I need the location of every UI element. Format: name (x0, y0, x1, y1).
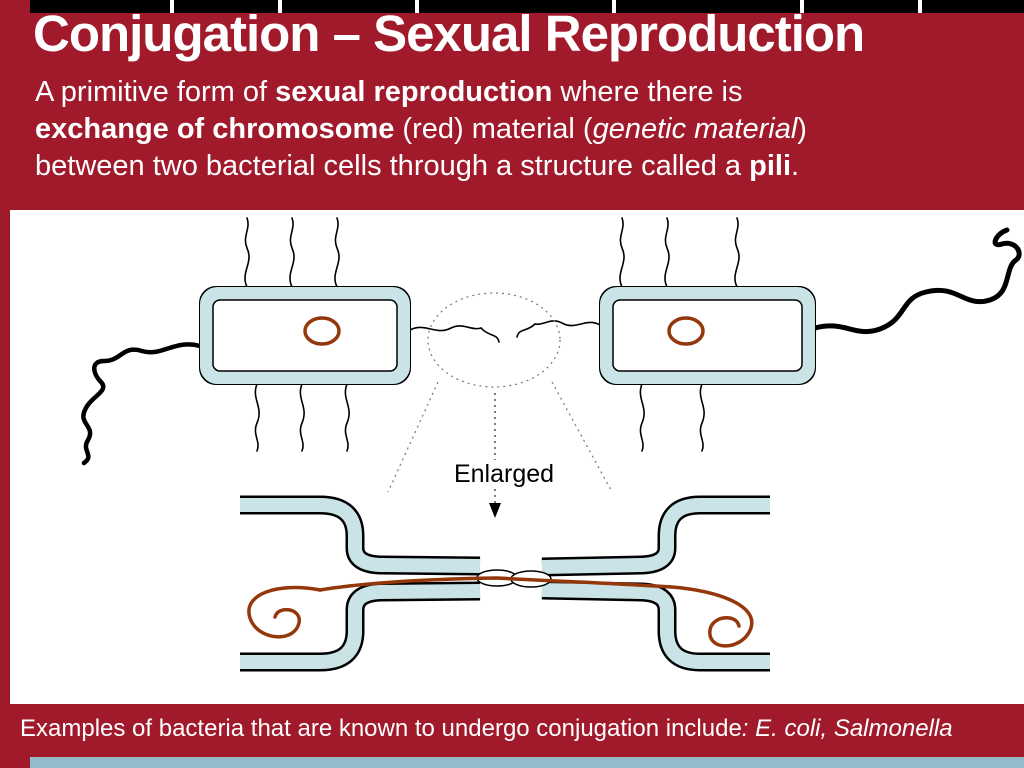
enlarged-wall-left-bottom (240, 584, 481, 669)
zoom-guide-right (551, 381, 613, 493)
pilus-left (409, 325, 482, 332)
intro-text: (red) material ( (394, 113, 593, 145)
intro-paragraph: A primitive form of sexual reproduction … (35, 74, 815, 185)
flagella-group (81, 217, 1022, 466)
plasmid-icon (303, 316, 341, 346)
intro-text: where there is (552, 76, 743, 108)
cell-wall-band (200, 287, 410, 384)
footer-examples: : E. coli, Salmonella (741, 715, 953, 742)
long-flagellum-right (812, 227, 1022, 335)
pilus-right (534, 320, 601, 327)
intro-text: ) (797, 113, 807, 145)
enlarged-wall-right-top (541, 498, 770, 574)
dna-strand-left-coil (247, 585, 322, 639)
footer-bar: Examples of bacteria that are known to u… (20, 715, 1020, 743)
flagellum-icon (664, 217, 670, 288)
label-backdrop (453, 460, 555, 488)
top-bar-tick (800, 0, 804, 13)
left-bacterium (199, 286, 411, 385)
enlarged-view (240, 495, 770, 672)
flagellum-icon (299, 383, 305, 452)
footer-text: Examples of bacteria that are known to u… (20, 715, 742, 742)
top-bar-tick (612, 0, 616, 13)
intro-bold: sexual reproduction (275, 76, 553, 108)
flagellum-icon (699, 383, 705, 452)
plasmid-icon (667, 316, 705, 346)
cell-wall-band (600, 287, 815, 384)
flagellum-icon (334, 217, 340, 288)
intro-text: A primitive form of (35, 76, 276, 108)
pilus-hook (516, 323, 536, 338)
flagellum-icon (639, 383, 645, 452)
slide-title: Conjugation – Sexual Reproduction (33, 5, 865, 62)
pilus-hook (480, 327, 500, 343)
top-bar-tick (415, 0, 419, 13)
flagellum-icon (289, 217, 295, 288)
enlarged-label: Enlarged (454, 460, 554, 488)
flagellum-icon (254, 383, 260, 452)
top-bar-tick (918, 0, 922, 13)
conjugation-diagram: Enlarged (81, 217, 1022, 672)
enlarged-wall-left-top (240, 498, 481, 573)
long-flagellum-left (81, 342, 203, 466)
arrow-head-icon (489, 503, 501, 518)
right-bacterium (599, 286, 816, 385)
zoom-guide-left (387, 381, 439, 493)
intro-text: between two bacterial cells through a st… (35, 150, 750, 182)
intro-bold: pili (749, 150, 792, 182)
flagellum-icon (619, 217, 625, 288)
intro-text: . (791, 150, 800, 182)
enlarged-wall-right-bottom (541, 583, 770, 669)
cell-wall-inner (612, 299, 803, 372)
dna-strand-tube (318, 576, 674, 592)
flagellum-icon (344, 383, 350, 452)
top-accent-bar (30, 0, 1024, 13)
flagellum-icon (244, 217, 250, 288)
flagellum-icon (734, 217, 740, 288)
diagram-area: Enlarged (10, 210, 1024, 704)
top-bar-tick (170, 0, 174, 13)
intro-italic: genetic material (592, 113, 798, 145)
dna-strand-right-coil (670, 585, 754, 648)
bottom-accent-strip (30, 757, 1024, 768)
zoom-ellipse (427, 292, 561, 388)
top-bar-tick (278, 0, 282, 13)
intro-bold: exchange of chromosome (35, 113, 395, 145)
